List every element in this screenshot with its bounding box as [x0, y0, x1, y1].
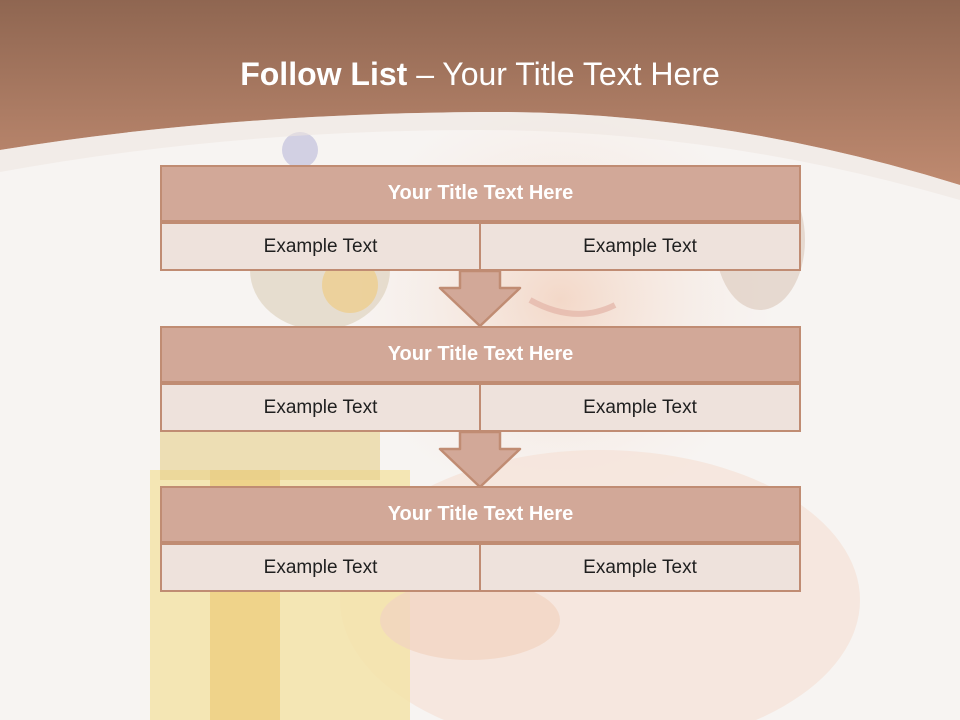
- block-right-text: Example Text: [479, 222, 801, 271]
- title-bold: Follow List: [240, 56, 408, 92]
- block-title: Your Title Text Here: [160, 165, 801, 222]
- block-right-text: Example Text: [479, 543, 801, 592]
- follow-block-2: Your Title Text Here Example Text Exampl…: [160, 326, 801, 432]
- block-right-text: Example Text: [479, 383, 801, 432]
- header-band: [0, 0, 960, 200]
- block-title: Your Title Text Here: [160, 326, 801, 383]
- down-arrow-icon: [438, 431, 522, 489]
- block-left-text: Example Text: [160, 543, 481, 592]
- follow-block-3: Your Title Text Here Example Text Exampl…: [160, 486, 801, 592]
- block-title: Your Title Text Here: [160, 486, 801, 543]
- slide-title: Follow List – Your Title Text Here: [0, 56, 960, 93]
- follow-block-1: Your Title Text Here Example Text Exampl…: [160, 165, 801, 271]
- block-left-text: Example Text: [160, 222, 481, 271]
- block-left-text: Example Text: [160, 383, 481, 432]
- title-rest: – Your Title Text Here: [407, 56, 720, 92]
- down-arrow-icon: [438, 270, 522, 328]
